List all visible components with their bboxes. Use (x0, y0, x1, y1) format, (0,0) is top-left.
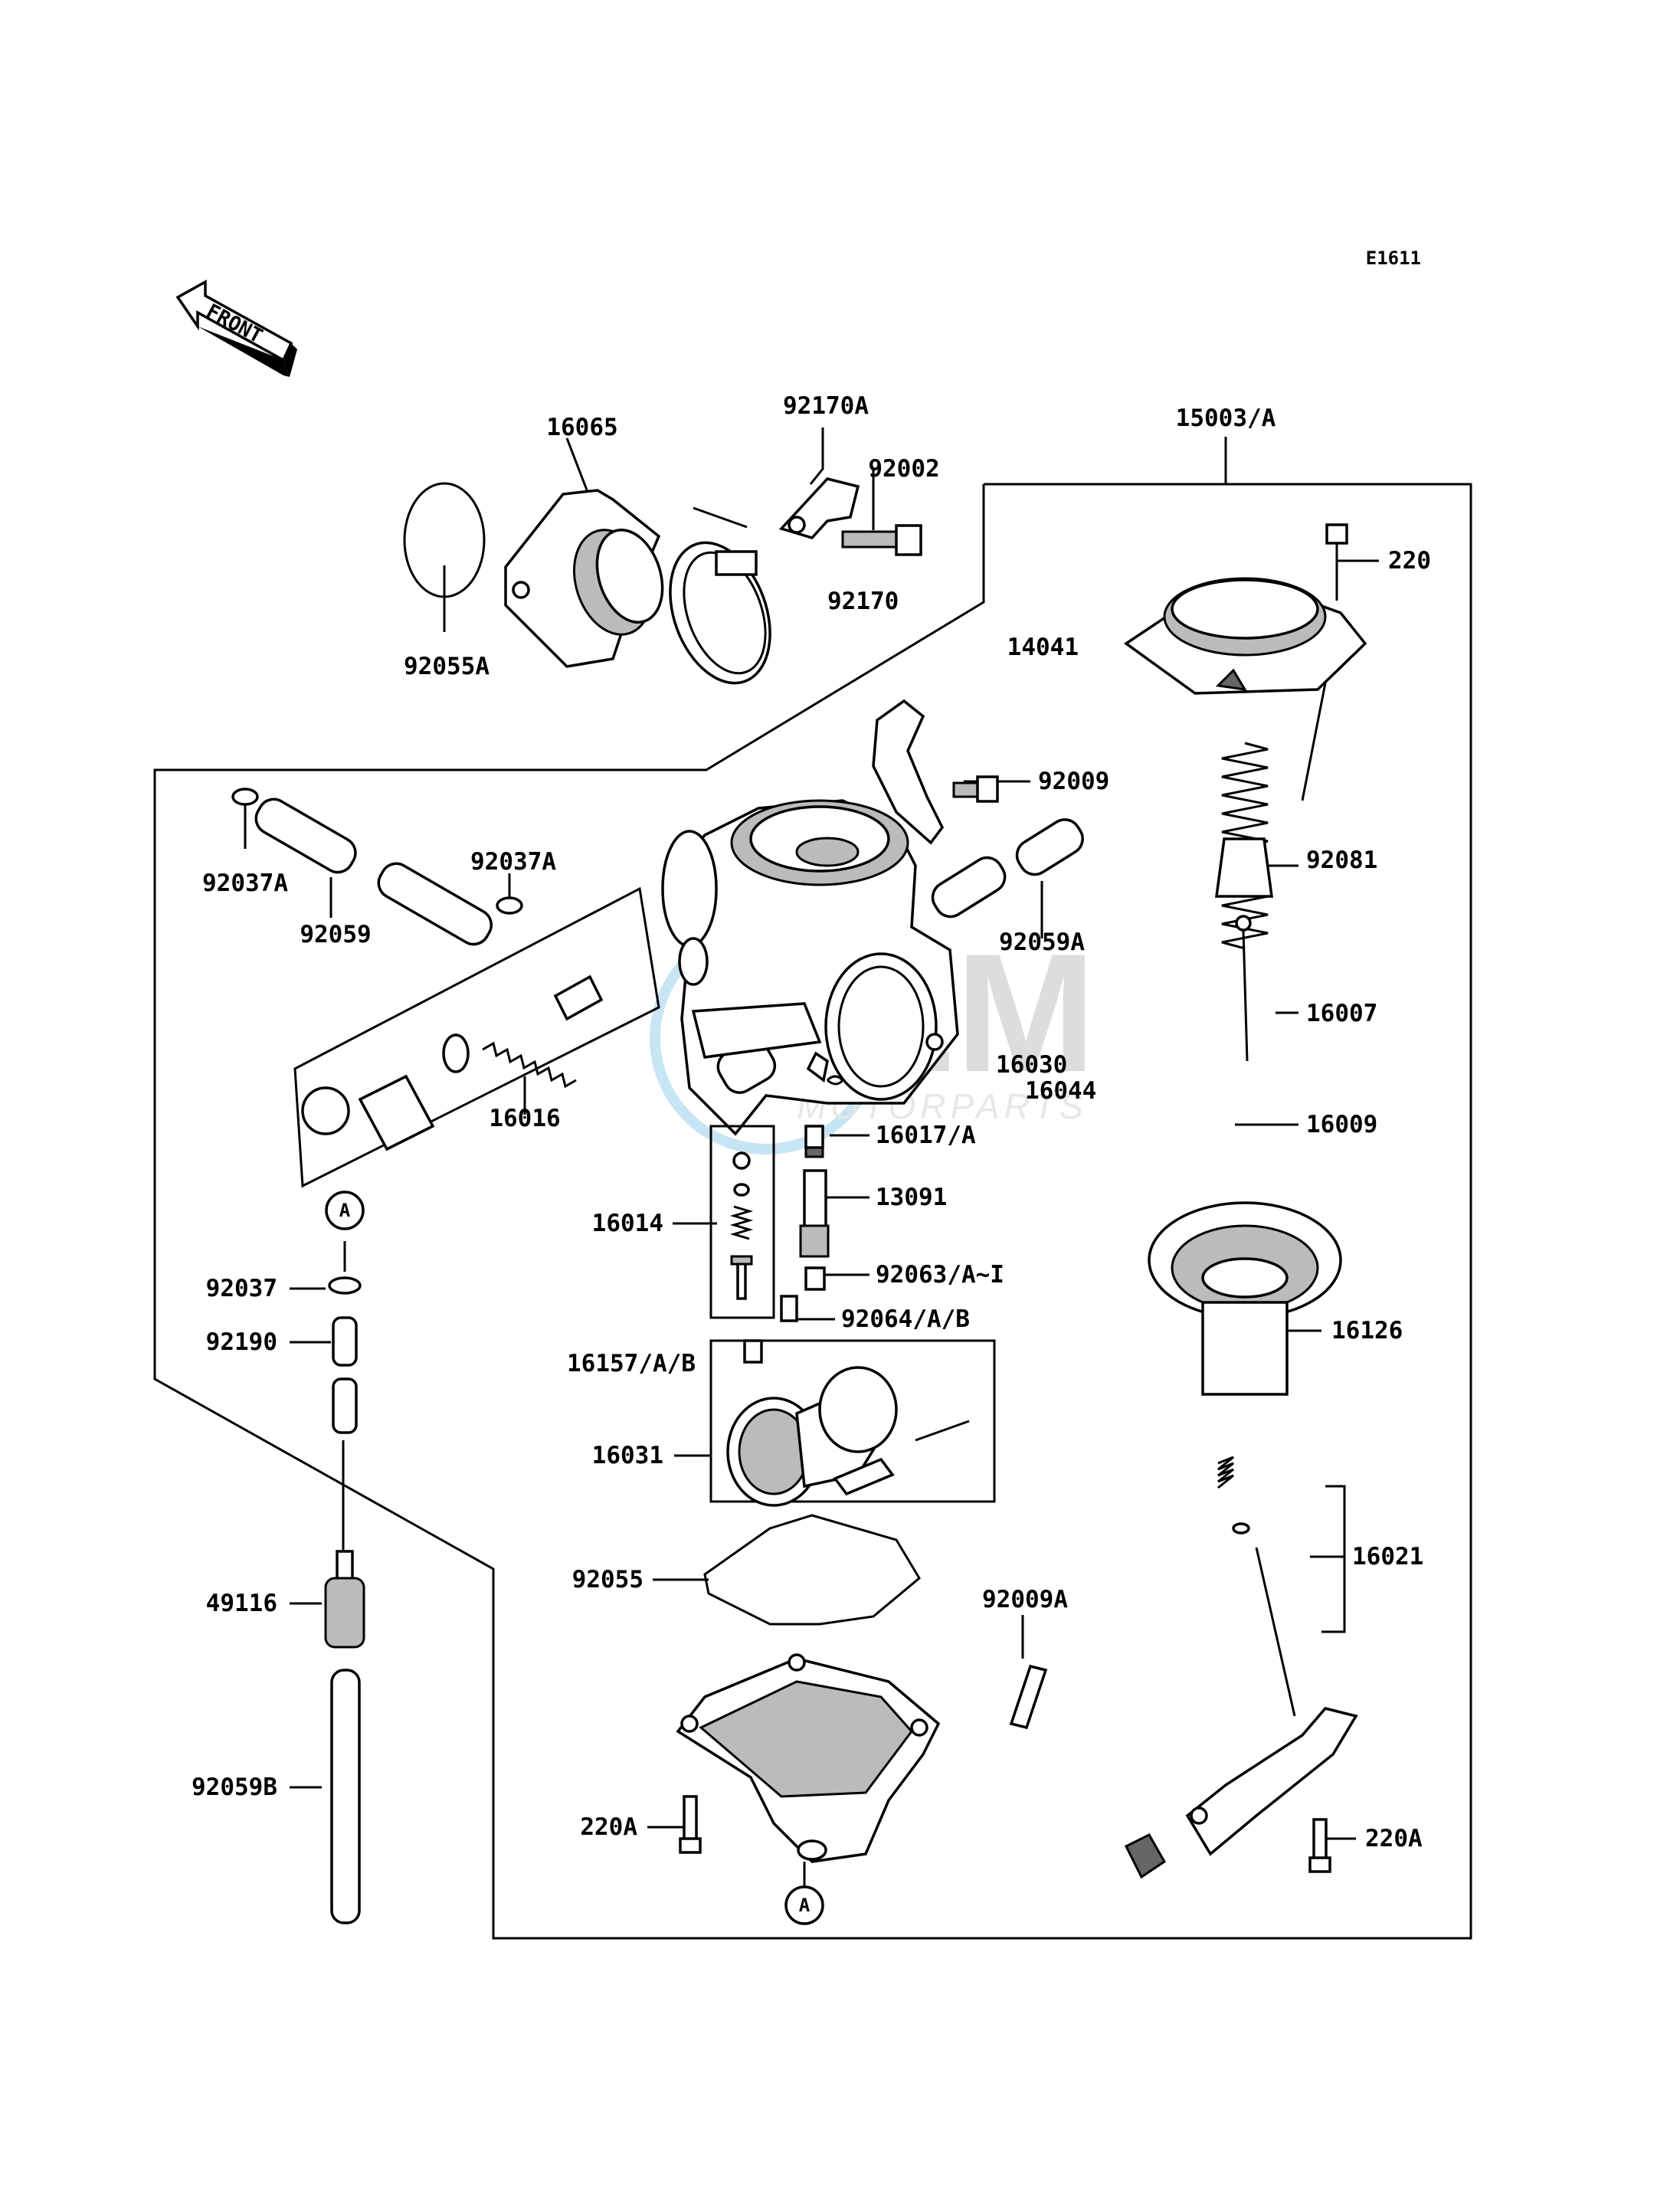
label-92002: 92002 (868, 455, 939, 483)
top-cover-14041 (1123, 577, 1367, 695)
joint-49116 (324, 1550, 365, 1649)
label-92055a: 92055A (404, 653, 490, 680)
label-92059: 92059 (300, 921, 371, 948)
main-jet-holder-13091 (743, 1125, 830, 1364)
label-92064: 92064/A/B (841, 1305, 970, 1333)
label-92170: 92170 (827, 588, 899, 615)
ref-circle-a-top-label: A (339, 1200, 351, 1221)
ref-circle-a-top: A (325, 1191, 365, 1230)
label-16014: 16014 (592, 1210, 663, 1237)
label-16017a: 16017/A (876, 1122, 976, 1149)
part-labels: 16065 92170A 92002 15003/A 220 14041 921… (192, 392, 1431, 1852)
jet-assembly-16014 (709, 1125, 775, 1319)
label-220: 220 (1388, 547, 1431, 575)
label-15003a: 15003/A (1176, 404, 1276, 432)
carburetor-holder-16065 (504, 489, 664, 668)
throttle-lever (872, 699, 999, 845)
diaphragm-16126 (1148, 1201, 1342, 1396)
clip-92037 (328, 1276, 362, 1295)
needle-holder-16007 (1215, 837, 1273, 898)
label-16009: 16009 (1306, 1111, 1377, 1138)
jet-needle-16009 (1235, 915, 1252, 1062)
tube-92059b (330, 1669, 361, 1924)
ref-circle-a-bottom: A (784, 1885, 824, 1925)
label-16007: 16007 (1306, 1000, 1377, 1027)
part-16030 (806, 1051, 845, 1086)
assembly-frame (153, 483, 1472, 1940)
screw-220a-left (679, 1795, 702, 1854)
label-92059a: 92059A (999, 929, 1085, 956)
label-92063: 92063/A~I (876, 1261, 1004, 1289)
label-92059b: 92059B (192, 1774, 277, 1801)
label-92081: 92081 (1306, 847, 1377, 874)
label-220a-right: 220A (1365, 1825, 1423, 1852)
screw-220a-right (1308, 1818, 1331, 1873)
float-bowl (676, 1653, 941, 1863)
o-ring-92055a (403, 482, 486, 598)
diagram-code: E1611 (1366, 247, 1421, 269)
label-92037a-right: 92037A (470, 848, 556, 876)
label-16044: 16044 (1025, 1077, 1096, 1105)
label-16157: 16157/A/B (567, 1350, 696, 1377)
label-16126: 16126 (1331, 1317, 1403, 1345)
clip-92037a (231, 788, 523, 915)
gasket-92055 (703, 1514, 921, 1626)
bolt-92002 (841, 524, 922, 556)
screw-220 (1325, 523, 1348, 594)
label-92170a: 92170A (783, 392, 869, 420)
label-16031: 16031 (592, 1442, 663, 1469)
pipe-92059 (254, 798, 493, 946)
front-arrow-icon: FRONT (175, 280, 297, 377)
label-49116: 49116 (206, 1590, 277, 1617)
label-92037a-left: 92037A (202, 870, 288, 897)
label-16016: 16016 (489, 1105, 560, 1132)
vent-tube-92190 (332, 1316, 358, 1434)
pipe-92059a (931, 818, 1084, 919)
bracket-92170a (778, 477, 860, 539)
label-92190: 92190 (206, 1328, 277, 1356)
label-16030: 16030 (996, 1051, 1067, 1079)
starter-plunger-16016 (293, 886, 660, 1188)
ref-circle-a-bottom-label: A (799, 1895, 811, 1916)
label-16021: 16021 (1352, 1543, 1423, 1571)
label-16065: 16065 (546, 414, 617, 441)
label-220a-left: 220A (580, 1813, 637, 1841)
screw-92009a (1009, 1664, 1048, 1730)
label-92037: 92037 (206, 1275, 277, 1302)
label-92009a: 92009A (982, 1586, 1068, 1613)
clamp-92170 (669, 541, 771, 685)
label-92009: 92009 (1038, 768, 1109, 795)
label-13091: 13091 (876, 1184, 947, 1211)
air-inlet-16031 (709, 1339, 996, 1507)
starter-lever-16021 (1124, 1456, 1358, 1879)
label-14041: 14041 (1007, 634, 1079, 661)
carburetor-body-15003 (661, 799, 959, 1136)
label-92055: 92055 (572, 1566, 644, 1593)
